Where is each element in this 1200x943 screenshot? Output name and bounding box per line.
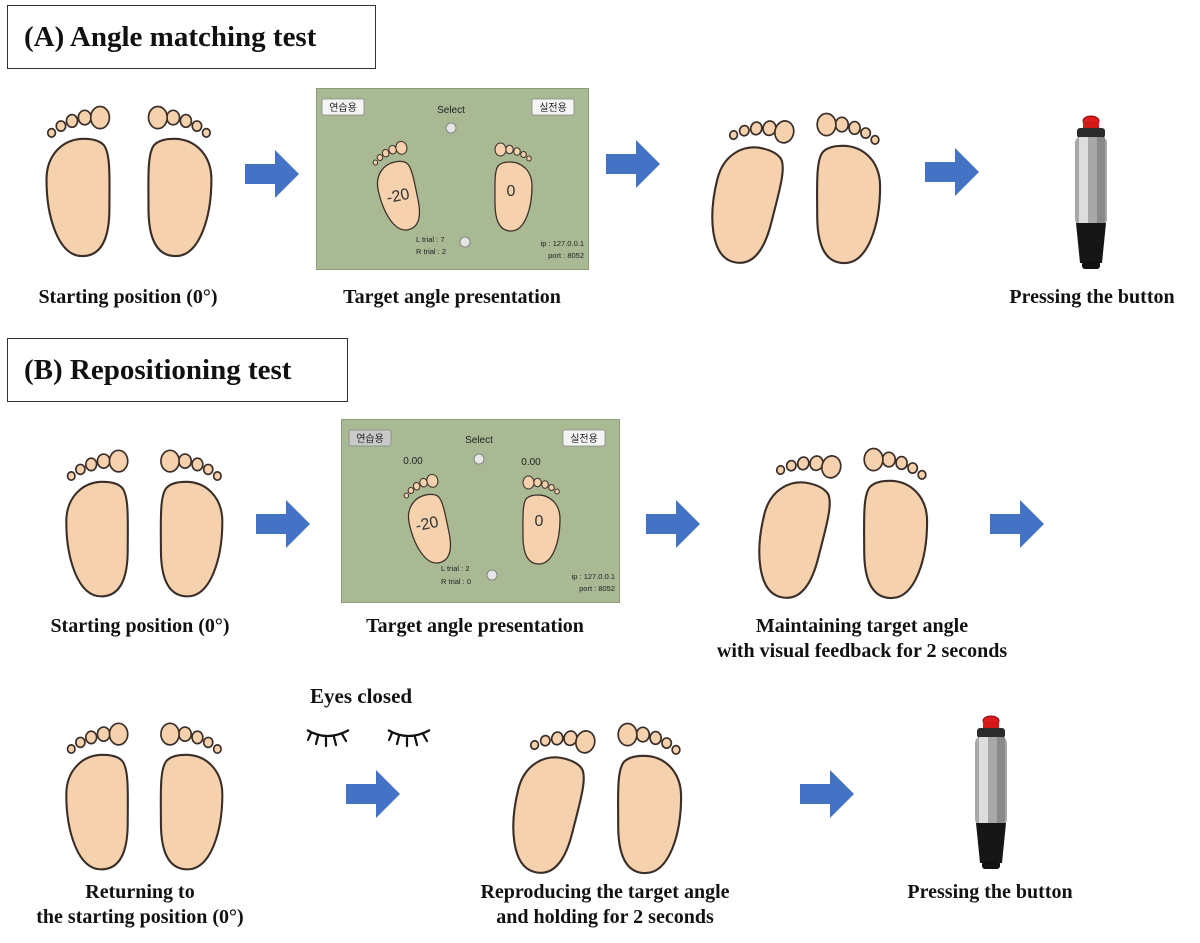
- section-a-title: (A) Angle matching test: [7, 5, 376, 69]
- section-a-start-caption: Starting position (0°): [38, 286, 218, 308]
- section-a-angled-feet: [705, 107, 905, 270]
- trial-knob-icon: [486, 569, 498, 581]
- port-label: port : 8052: [548, 251, 584, 260]
- eyes-closed-label: Eyes closed: [310, 684, 413, 708]
- port-label: port : 8052: [579, 584, 615, 593]
- section-b-start-caption: Starting position (0°): [50, 615, 230, 637]
- section-a-target-screen: 연습용 실전용 Select -20 0 L trial : 7 R trial…: [316, 88, 589, 270]
- section-b-return-caption-line2: the starting position (0°): [36, 906, 244, 928]
- arrow-icon: [990, 500, 1044, 548]
- section-b-return-feet: [65, 722, 248, 871]
- right-angle-value: 0: [507, 183, 516, 200]
- left-angle-value: -20: [414, 514, 440, 535]
- section-b-maintain-feet: [752, 442, 952, 605]
- left-foot-angled-icon: [752, 442, 845, 605]
- left-foot-icon: [45, 105, 111, 258]
- real-button-label: 실전용: [570, 433, 598, 445]
- arrow-icon: [256, 500, 310, 548]
- practice-button: [321, 98, 365, 116]
- section-b-target-screen: 연습용 실전용 Select 0.00 0.00 -20 0 L trial :…: [341, 419, 620, 603]
- practice-button-label: 연습용: [356, 433, 384, 445]
- select-knob-icon: [445, 122, 457, 134]
- arrow-icon: [606, 140, 660, 188]
- ip-label: ip : 127.0.0.1: [541, 239, 584, 248]
- section-b-reproduce-caption: Reproducing the target angle and holding…: [430, 880, 780, 930]
- arrow-icon: [800, 770, 854, 818]
- section-b-start-feet: [65, 449, 248, 598]
- practice-button-label: 연습용: [329, 102, 357, 114]
- real-button: [562, 429, 606, 447]
- l-trial-label: L trial : 7: [416, 235, 444, 244]
- section-b-title: (B) Repositioning test: [7, 338, 348, 402]
- r-trial-label: R trial : 0: [441, 577, 471, 586]
- arrow-icon: [245, 150, 299, 198]
- right-foot-icon: [817, 114, 880, 264]
- ip-label: ip : 127.0.0.1: [572, 572, 615, 581]
- left-foot-angled-icon: [506, 717, 599, 880]
- trial-knob-icon: [459, 236, 471, 248]
- section-b-return-caption-line1: Returning to: [85, 881, 195, 903]
- left-angle-value: -20: [385, 186, 411, 207]
- push-button-icon: [974, 715, 1008, 870]
- real-button-label: 실전용: [539, 102, 567, 114]
- section-b-maintain-caption: Maintaining target angle with visual fee…: [672, 614, 1052, 664]
- right-foot-icon: [161, 723, 223, 869]
- section-b-maintain-caption-line1: Maintaining target angle: [755, 615, 969, 637]
- right-foot-icon: [618, 724, 681, 874]
- section-a-target-caption: Target angle presentation: [343, 286, 561, 308]
- right-foot-icon: [161, 450, 223, 596]
- section-b-reproduce-feet: [506, 717, 706, 880]
- section-b-return-caption: Returning to the starting position (0°): [15, 880, 265, 930]
- arrow-icon: [346, 770, 400, 818]
- left-foot-angled-icon: [705, 107, 798, 270]
- section-b-reproduce-caption-line2: and holding for 2 seconds: [496, 906, 714, 928]
- l-trial-label: L trial : 2: [441, 564, 469, 573]
- arrow-icon: [925, 148, 979, 196]
- section-a-start-feet: [45, 105, 228, 258]
- push-button-icon: [1074, 115, 1108, 270]
- left-foot-icon: [65, 722, 129, 871]
- real-button: [531, 98, 575, 116]
- select-knob-icon: [473, 453, 485, 465]
- right-angle-value: 0: [535, 513, 544, 530]
- section-a-press-caption: Pressing the button: [1009, 286, 1175, 308]
- section-b-maintain-caption-line2: with visual feedback for 2 seconds: [716, 640, 1008, 662]
- section-b-press-caption: Pressing the button: [907, 881, 1073, 903]
- arrow-icon: [646, 500, 700, 548]
- left-value-readout: 0.00: [403, 456, 423, 467]
- section-b-target-caption: Target angle presentation: [366, 615, 584, 637]
- select-label: Select: [437, 105, 465, 116]
- right-foot-icon: [864, 449, 927, 599]
- closed-eye-left-icon: [305, 728, 351, 748]
- left-foot-icon: [65, 449, 129, 598]
- select-label: Select: [465, 435, 493, 446]
- closed-eye-right-icon: [386, 728, 432, 748]
- r-trial-label: R trial : 2: [416, 247, 446, 256]
- right-foot-icon: [148, 107, 211, 257]
- section-b-reproduce-caption-line1: Reproducing the target angle: [480, 881, 730, 903]
- right-value-readout: 0.00: [521, 457, 541, 468]
- practice-button: [348, 429, 392, 447]
